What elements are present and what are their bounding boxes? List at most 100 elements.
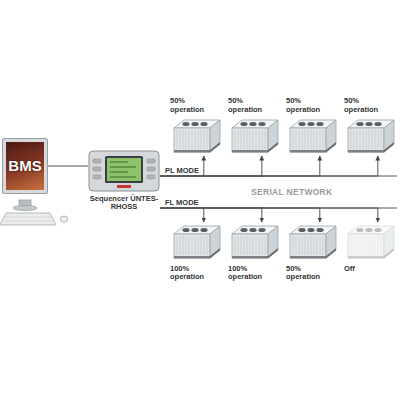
chiller-base: [174, 150, 210, 153]
coil-stripe: [354, 130, 355, 149]
coil-stripe: [305, 236, 306, 255]
coil-stripe: [378, 236, 379, 255]
coil-stripe: [317, 130, 318, 149]
coil-stripe: [378, 130, 379, 149]
monitor-base: [13, 206, 37, 211]
coil-stripe: [201, 236, 202, 255]
fan: [374, 122, 381, 126]
coil-stripe: [192, 236, 193, 255]
chiller-unit: 50% operation: [344, 97, 396, 156]
key-row: [5, 217, 52, 218]
coil-stripe: [360, 236, 361, 255]
coil-stripe: [320, 236, 321, 255]
connector-line: [160, 156, 320, 176]
chiller-side: [210, 120, 220, 152]
status-label: 50% operation: [344, 97, 380, 114]
chiller-front: [174, 234, 210, 258]
coil-stripe: [357, 236, 358, 255]
coil-stripe: [177, 236, 178, 255]
coil-stripe: [177, 130, 178, 149]
chiller-base: [232, 256, 268, 259]
lcd-line: [110, 177, 136, 178]
brand-strip: [117, 185, 131, 188]
chiller-unit: 50% operation: [286, 222, 338, 282]
lcd-line: [110, 172, 128, 173]
keyboard-body: [0, 213, 56, 225]
coil-stripe: [262, 130, 263, 149]
chiller-base-side: [268, 142, 278, 153]
coil-stripe: [250, 236, 251, 255]
coil-stripe: [314, 130, 315, 149]
coil-stripe: [302, 130, 303, 149]
chiller-front: [232, 234, 268, 258]
chiller-unit: 100% operation: [228, 222, 280, 282]
chiller-base-side: [384, 142, 394, 153]
coil-stripe: [354, 236, 355, 255]
coil-stripe: [201, 130, 202, 149]
connector-line: [160, 156, 204, 176]
coil-stripe: [247, 236, 248, 255]
coil-stripe: [198, 236, 199, 255]
chiller-base: [348, 150, 384, 153]
coil-stripe: [311, 130, 312, 149]
chiller-side: [326, 120, 336, 152]
coil-stripe: [381, 130, 382, 149]
mouse: [60, 216, 68, 222]
chiller-side: [384, 226, 394, 258]
coil-stripe: [247, 130, 248, 149]
fan: [182, 122, 189, 126]
chiller-unit: 50% operation: [228, 97, 280, 156]
connector-line: [160, 208, 378, 222]
chiller-picture: [170, 222, 222, 262]
coil-stripe: [381, 236, 382, 255]
chiller-side: [326, 226, 336, 258]
coil-stripe: [314, 236, 315, 255]
fan: [200, 228, 207, 232]
connector-line: [160, 208, 204, 222]
coil-stripe: [180, 236, 181, 255]
chiller-side: [384, 120, 394, 152]
chiller-picture: [344, 116, 396, 156]
fan: [298, 122, 305, 126]
screen-text: BMS: [8, 158, 41, 175]
fan: [307, 228, 314, 232]
button: [93, 159, 101, 163]
chiller-base: [174, 256, 210, 259]
coil-stripe: [299, 130, 300, 149]
chiller-picture: [228, 116, 280, 156]
chiller-unit: 100% operation: [170, 222, 222, 282]
button: [147, 167, 155, 171]
coil-stripe: [262, 236, 263, 255]
coil-stripe: [259, 236, 260, 255]
coil-stripe: [241, 236, 242, 255]
chiller-unit: 50% operation: [170, 97, 222, 156]
coil-stripe: [183, 130, 184, 149]
chiller-front: [348, 128, 384, 152]
coil-stripe: [241, 130, 242, 149]
coil-stripe: [186, 130, 187, 149]
coil-stripe: [308, 130, 309, 149]
coil-stripe: [296, 236, 297, 255]
coil-stripe: [372, 236, 373, 255]
coil-stripe: [320, 130, 321, 149]
coil-stripe: [189, 130, 190, 149]
coil-stripe: [265, 236, 266, 255]
keyboard: [0, 213, 56, 225]
coil-stripe: [189, 236, 190, 255]
chiller-picture: [286, 222, 338, 262]
fan: [258, 122, 265, 126]
coil-stripe: [183, 236, 184, 255]
coil-stripe: [323, 130, 324, 149]
chiller-front: [174, 128, 210, 152]
coil-stripe: [195, 130, 196, 149]
coil-stripe: [317, 236, 318, 255]
coil-stripe: [311, 236, 312, 255]
coil-stripe: [186, 236, 187, 255]
fan: [249, 122, 256, 126]
button: [147, 175, 155, 179]
coil-stripe: [207, 130, 208, 149]
status-label: 100% operation: [228, 265, 264, 282]
button: [93, 167, 101, 171]
